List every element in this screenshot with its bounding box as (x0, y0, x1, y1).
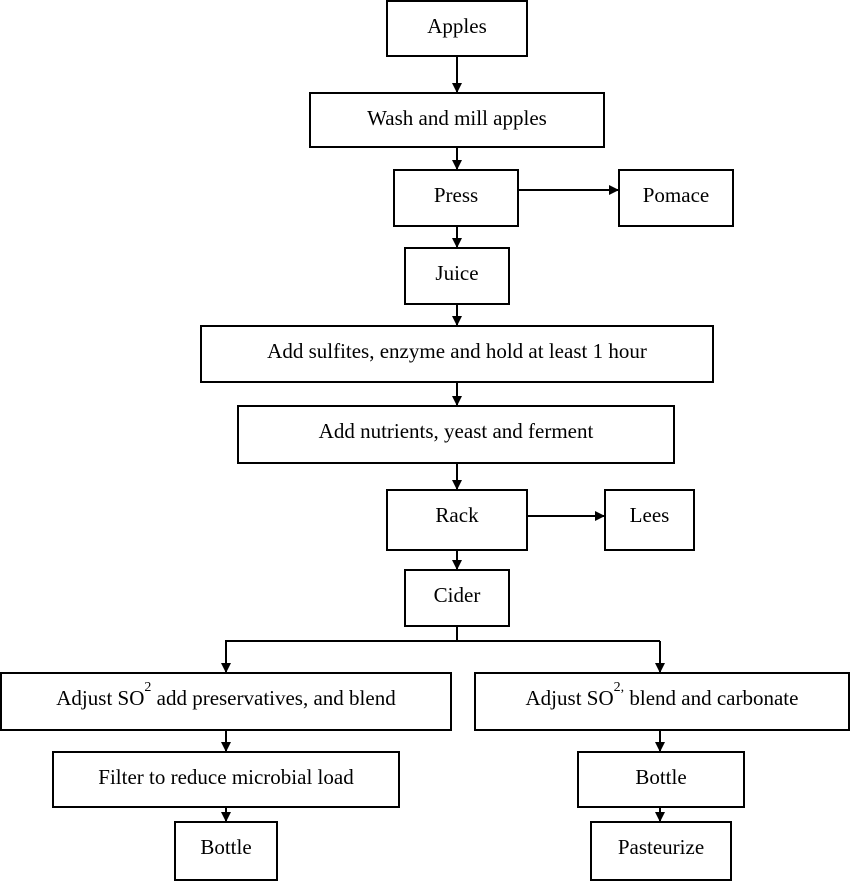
step-filter-label: Filter to reduce microbial load (98, 765, 354, 789)
step-juice: Juice (404, 247, 510, 305)
step-rack-label: Rack (435, 503, 479, 527)
step-right-bottle: Bottle (577, 751, 745, 808)
step-left-bottle: Bottle (174, 821, 278, 881)
step-pomace: Pomace (618, 169, 734, 227)
step-lees-label: Lees (629, 503, 670, 527)
step-pasteurize-label: Pasteurize (617, 835, 705, 859)
left-adjust-prefix: Adjust SO (56, 686, 145, 710)
step-add-sulfites-label: Add sulfites, enzyme and hold at least 1… (267, 339, 647, 363)
step-right-bottle-label: Bottle (635, 765, 687, 789)
step-rack: Rack (386, 489, 528, 551)
step-pasteurize: Pasteurize (590, 821, 732, 881)
left-adjust-suffix: add preservatives, and blend (151, 686, 396, 710)
step-apples-label: Apples (427, 14, 487, 38)
step-press: Press (393, 169, 519, 227)
right-adjust-suffix: blend and carbonate (624, 686, 799, 710)
step-filter: Filter to reduce microbial load (52, 751, 400, 808)
step-add-nutrients: Add nutrients, yeast and ferment (237, 405, 675, 464)
step-lees: Lees (604, 489, 695, 551)
step-cider: Cider (404, 569, 510, 627)
step-left-bottle-label: Bottle (200, 835, 252, 859)
step-cider-label: Cider (433, 583, 481, 607)
step-pomace-label: Pomace (642, 183, 710, 207)
step-juice-label: Juice (435, 261, 479, 285)
step-wash-mill: Wash and mill apples (309, 92, 605, 148)
step-press-label: Press (433, 183, 479, 207)
step-wash-mill-label: Wash and mill apples (367, 106, 547, 130)
right-adjust-prefix: Adjust SO (525, 686, 614, 710)
step-apples: Apples (386, 0, 528, 57)
step-add-sulfites: Add sulfites, enzyme and hold at least 1… (200, 325, 714, 383)
branch-connector (225, 627, 458, 669)
step-add-nutrients-label: Add nutrients, yeast and ferment (318, 419, 594, 443)
